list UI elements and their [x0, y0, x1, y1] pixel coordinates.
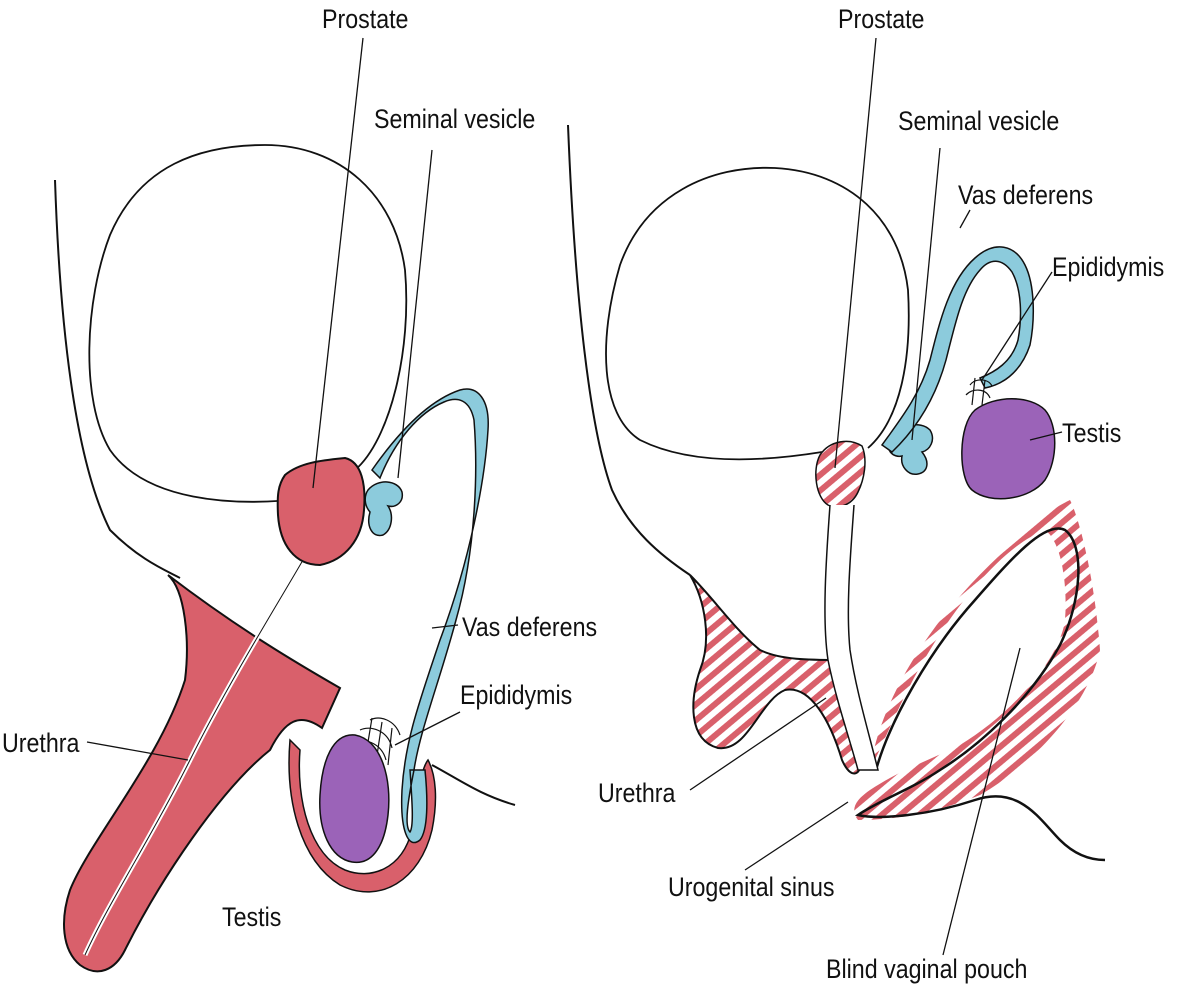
left-body-outline [55, 180, 180, 578]
left-seminal-vesicle [365, 482, 402, 536]
right-vas-deferens-leader [960, 210, 970, 228]
left-bladder [89, 145, 406, 502]
left-seminal-vesicle-leader [398, 150, 432, 478]
right-seminal-vesicle-label: Seminal vesicle [898, 108, 1059, 135]
left-prostate-label: Prostate [322, 6, 408, 33]
right-hatched-labium [854, 500, 1100, 820]
right-urogenital-sinus-label: Urogenital sinus [668, 874, 835, 901]
right-blind-vaginal-pouch-label: Blind vaginal pouch [826, 956, 1027, 983]
left-urethra-label: Urethra [2, 730, 79, 757]
right-body-outline [568, 125, 690, 575]
right-prostate-label: Prostate [838, 6, 924, 33]
right-prostate-leader [835, 38, 876, 468]
left-seminal-vesicle-label: Seminal vesicle [374, 106, 535, 133]
right-urogenital-sinus-leader [745, 802, 848, 870]
right-epididymis [966, 378, 992, 405]
left-epididymis-label: Epididymis [460, 682, 572, 709]
left-testis-label: Testis [222, 904, 281, 931]
right-vas-deferens-label: Vas deferens [958, 182, 1093, 209]
right-testis [962, 399, 1055, 499]
left-panel [55, 38, 515, 971]
left-skin-line [432, 765, 515, 805]
right-bladder [606, 168, 909, 460]
right-prostate [816, 441, 865, 507]
right-testis-label: Testis [1062, 420, 1121, 447]
right-urethra-label: Urethra [598, 780, 675, 807]
left-vas-deferens-label: Vas deferens [462, 614, 597, 641]
left-prostate-leader [313, 38, 363, 488]
left-testis [320, 735, 389, 862]
right-panel [568, 38, 1105, 955]
left-prostate [278, 458, 365, 565]
right-epididymis-label: Epididymis [1052, 254, 1164, 281]
